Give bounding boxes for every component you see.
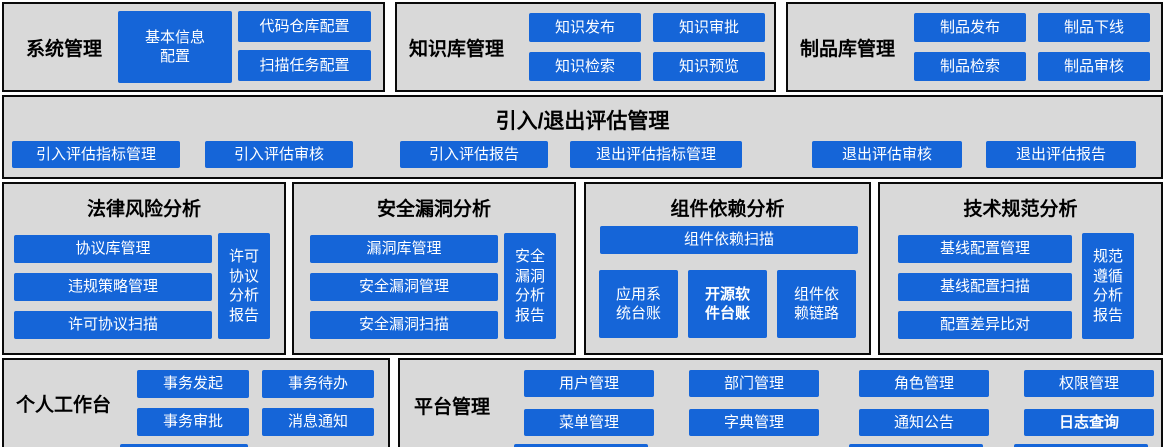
personal-workbench-title: 个人工作台	[16, 395, 112, 416]
knowledge-publish-button[interactable]: 知识发布	[529, 13, 641, 42]
notice-announce-button[interactable]: 通知公告	[859, 409, 989, 436]
platform-management-title: 平台管理	[414, 397, 491, 418]
cutoff-button[interactable]	[1014, 444, 1148, 447]
license-scan-button[interactable]: 许可协议扫描	[14, 311, 212, 339]
product-library-panel: 制品库管理 制品发布 制品下线 制品检索 制品审核	[786, 2, 1163, 92]
knowledge-preview-button[interactable]: 知识预览	[653, 52, 765, 81]
spec-compliance-report-button[interactable]: 规范 遵循 分析 报告	[1082, 233, 1134, 339]
violation-policy-button[interactable]: 违规策略管理	[14, 273, 212, 301]
knowledge-management-panel: 知识库管理 知识发布 知识审批 知识检索 知识预览	[395, 2, 776, 92]
tech-spec-panel: 技术规范分析 基线配置管理 基线配置扫描 配置差异比对 规范 遵循 分析 报告	[878, 182, 1163, 355]
product-library-title: 制品库管理	[800, 39, 896, 60]
evaluation-management-panel: 引入/退出评估管理 引入评估指标管理 引入评估审核 引入评估报告 退出评估指标管…	[2, 95, 1163, 179]
message-notify-button[interactable]: 消息通知	[262, 408, 374, 436]
role-manage-button[interactable]: 角色管理	[859, 370, 989, 397]
platform-management-panel: 平台管理 用户管理 部门管理 角色管理 权限管理 菜单管理 字典管理 通知公告 …	[398, 358, 1163, 447]
product-review-button[interactable]: 制品审核	[1038, 52, 1150, 81]
dict-manage-button[interactable]: 字典管理	[689, 409, 819, 436]
legal-risk-title: 法律风险分析	[86, 199, 201, 220]
legal-risk-panel: 法律风险分析 协议库管理 违规策略管理 许可协议扫描 许可 协议 分析 报告	[2, 182, 286, 355]
product-publish-button[interactable]: 制品发布	[914, 13, 1026, 42]
task-approve-button[interactable]: 事务审批	[137, 408, 249, 436]
component-dependency-title: 组件依赖分析	[670, 199, 785, 220]
dept-manage-button[interactable]: 部门管理	[689, 370, 819, 397]
cutoff-button[interactable]	[120, 444, 248, 447]
system-management-panel: 系统管理 基本信息 配置 代码仓库配置 扫描任务配置	[2, 2, 385, 92]
protocol-library-button[interactable]: 协议库管理	[14, 235, 212, 263]
knowledge-approval-button[interactable]: 知识审批	[653, 13, 765, 42]
basic-info-config-button[interactable]: 基本信息 配置	[118, 11, 232, 83]
baseline-config-manage-button[interactable]: 基线配置管理	[898, 235, 1072, 263]
config-diff-button[interactable]: 配置差异比对	[898, 311, 1072, 339]
log-query-button[interactable]: 日志查询	[1024, 409, 1154, 436]
knowledge-search-button[interactable]: 知识检索	[529, 52, 641, 81]
import-eval-metric-button[interactable]: 引入评估指标管理	[12, 141, 180, 168]
personal-workbench-panel: 个人工作台 事务发起 事务待办 事务审批 消息通知	[2, 358, 390, 447]
menu-manage-button[interactable]: 菜单管理	[524, 409, 654, 436]
import-eval-review-button[interactable]: 引入评估审核	[205, 141, 353, 168]
exit-eval-metric-button[interactable]: 退出评估指标管理	[570, 141, 742, 168]
knowledge-management-title: 知识库管理	[409, 39, 505, 60]
task-initiate-button[interactable]: 事务发起	[137, 370, 249, 398]
oss-ledger-button[interactable]: 开源软 件台账	[688, 270, 767, 338]
evaluation-management-title: 引入/退出评估管理	[495, 110, 670, 133]
vuln-manage-button[interactable]: 安全漏洞管理	[310, 273, 498, 301]
permission-manage-button[interactable]: 权限管理	[1024, 370, 1154, 397]
product-offline-button[interactable]: 制品下线	[1038, 13, 1150, 42]
system-management-title: 系统管理	[26, 39, 103, 60]
dependency-link-button[interactable]: 组件依 赖链路	[777, 270, 856, 338]
cutoff-button[interactable]	[849, 444, 983, 447]
security-vuln-panel: 安全漏洞分析 漏洞库管理 安全漏洞管理 安全漏洞扫描 安全 漏洞 分析 报告	[292, 182, 576, 355]
security-vuln-title: 安全漏洞分析	[376, 199, 491, 220]
baseline-config-scan-button[interactable]: 基线配置扫描	[898, 273, 1072, 301]
exit-eval-report-button[interactable]: 退出评估报告	[986, 141, 1136, 168]
app-system-ledger-button[interactable]: 应用系 统台账	[599, 270, 678, 338]
component-dependency-panel: 组件依赖分析 组件依赖扫描 应用系 统台账 开源软 件台账 组件依 赖链路	[584, 182, 871, 355]
code-repo-config-button[interactable]: 代码仓库配置	[238, 11, 371, 42]
exit-eval-review-button[interactable]: 退出评估审核	[812, 141, 962, 168]
vuln-library-button[interactable]: 漏洞库管理	[310, 235, 498, 263]
product-search-button[interactable]: 制品检索	[914, 52, 1026, 81]
import-eval-report-button[interactable]: 引入评估报告	[400, 141, 548, 168]
cutoff-button[interactable]	[514, 444, 648, 447]
tech-spec-title: 技术规范分析	[963, 199, 1078, 220]
user-manage-button[interactable]: 用户管理	[524, 370, 654, 397]
scan-task-config-button[interactable]: 扫描任务配置	[238, 50, 371, 81]
vuln-analysis-report-button[interactable]: 安全 漏洞 分析 报告	[504, 233, 556, 339]
component-dependency-scan-button[interactable]: 组件依赖扫描	[600, 226, 858, 254]
license-analysis-report-button[interactable]: 许可 协议 分析 报告	[218, 233, 270, 339]
vuln-scan-button[interactable]: 安全漏洞扫描	[310, 311, 498, 339]
task-todo-button[interactable]: 事务待办	[262, 370, 374, 398]
